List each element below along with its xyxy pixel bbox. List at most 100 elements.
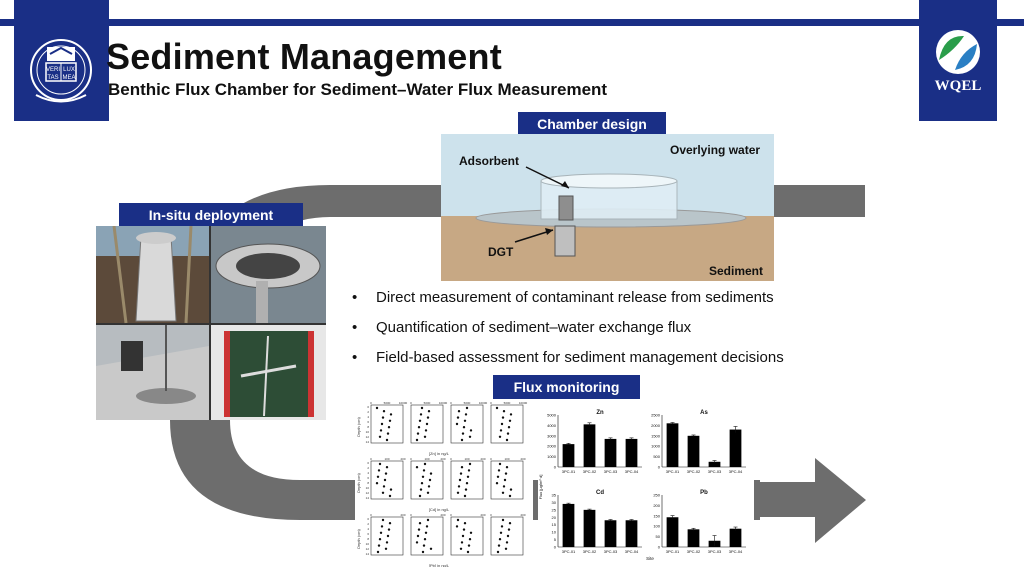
- profile-point: [495, 406, 499, 410]
- profile-point: [375, 406, 379, 410]
- profile-point: [377, 469, 381, 472]
- profile-point: [462, 426, 466, 429]
- chart-title: As: [700, 410, 708, 416]
- y-tick-label: 10: [552, 530, 557, 535]
- profile-point: [415, 466, 419, 469]
- profile-point: [463, 419, 467, 422]
- depth-tick-label: 8: [367, 481, 369, 485]
- profile-point: [456, 518, 460, 522]
- y-tick-label: 1500: [651, 433, 661, 438]
- profile-point: [502, 410, 506, 413]
- profile-point: [505, 438, 509, 442]
- x-tick-label: 3PC-02: [687, 469, 701, 474]
- profile-point: [425, 525, 429, 528]
- profile-point: [502, 485, 506, 488]
- profile-point: [467, 544, 471, 547]
- y-tick-label: 2000: [651, 423, 661, 428]
- y-tick-label: 35: [552, 493, 557, 498]
- profile-point: [389, 488, 393, 491]
- profile-tick-label: 0: [370, 401, 372, 405]
- profile-point: [416, 432, 420, 435]
- svg-text:LUX: LUX: [63, 67, 75, 73]
- profile-point: [422, 469, 426, 472]
- x-tick-label: 3PC-02: [583, 549, 597, 554]
- profile-point: [384, 472, 388, 475]
- depth-tick-label: 0: [367, 461, 369, 465]
- y-tick-label: 5: [554, 537, 557, 542]
- profile-point: [495, 482, 499, 485]
- depth-tick-label: 8: [367, 425, 369, 429]
- profile-point: [388, 522, 392, 525]
- bar: [604, 438, 617, 467]
- y-tick-label: 4000: [547, 423, 557, 428]
- profile-tick-label: 100: [384, 457, 389, 461]
- depth-tick-label: 0: [367, 517, 369, 521]
- profile-point: [505, 466, 509, 469]
- x-tick-label: 3PC-03: [604, 469, 618, 474]
- profile-point: [459, 472, 463, 475]
- profile-point: [417, 426, 421, 429]
- y-tick-label: 30: [552, 500, 557, 505]
- profile-point: [429, 547, 433, 550]
- depth-tick-label: 4: [367, 415, 369, 419]
- profile-point: [455, 422, 459, 426]
- svg-text:TAS: TAS: [47, 75, 58, 81]
- profile-point: [499, 531, 503, 534]
- profile-point: [461, 534, 465, 538]
- depth-tick-label: 2: [367, 410, 369, 414]
- chart-title: Zn: [596, 410, 604, 416]
- svg-text:MEA: MEA: [62, 75, 75, 81]
- chamber-diagram: Adsorbent Overlying water DGT Sediment: [441, 134, 774, 281]
- tag-chamber-design: Chamber design: [518, 112, 666, 136]
- profile-point: [388, 494, 392, 498]
- wqel-logo-text: WQEL: [934, 78, 982, 94]
- profile-tick-label: 5000: [464, 401, 471, 405]
- profile-tick-label: 200: [520, 457, 525, 461]
- chart-title: Pb: [700, 490, 708, 496]
- profile-point: [427, 410, 431, 413]
- top-bar: [0, 19, 1024, 26]
- profile-point: [423, 462, 427, 466]
- profile-tick-label: 0: [450, 513, 452, 517]
- label-sediment: Sediment: [709, 264, 763, 278]
- y-tick-label: 500: [653, 454, 660, 459]
- profile-point: [509, 488, 513, 491]
- bar: [687, 435, 700, 467]
- profile-point: [498, 462, 502, 466]
- profile-point: [385, 438, 389, 442]
- bar: [687, 529, 700, 547]
- profile-point: [506, 432, 510, 435]
- bar: [729, 528, 742, 547]
- profile-point: [509, 413, 513, 416]
- x-tick-label: 3PC-01: [666, 549, 680, 554]
- chart-title: Cd: [596, 490, 604, 496]
- x-tick-label: 3PC-03: [604, 549, 618, 554]
- y-tick-label: 250: [653, 493, 660, 498]
- profile-point: [508, 494, 512, 498]
- profile-point: [464, 488, 468, 491]
- depth-tick-label: 12: [366, 547, 370, 551]
- profile-point: [415, 438, 419, 442]
- profile-point: [458, 478, 462, 482]
- profile-tick-label: 0: [410, 457, 412, 461]
- profile-point: [501, 518, 505, 522]
- profile-tick-label: 10000: [399, 401, 408, 405]
- profile-point: [505, 541, 509, 544]
- profile-point: [506, 534, 510, 538]
- profile-point: [465, 406, 469, 410]
- profile-point: [379, 429, 383, 432]
- profile-point: [468, 435, 472, 438]
- depth-tick-label: 2: [367, 522, 369, 526]
- depth-tick-label: 10: [366, 542, 370, 546]
- depth-tick-label: 4: [367, 471, 369, 475]
- bullet-item: •Direct measurement of contaminant relea…: [352, 289, 774, 306]
- profile-point: [385, 541, 389, 544]
- profile-tick-label: 200: [440, 457, 445, 461]
- profile-point: [383, 478, 387, 482]
- wqel-logo: WQEL: [919, 0, 997, 121]
- profile-point: [429, 472, 433, 475]
- depth-tick-label: 12: [366, 435, 370, 439]
- depth-tick-label: 14: [366, 496, 370, 500]
- bullet-dot-icon: •: [352, 319, 358, 336]
